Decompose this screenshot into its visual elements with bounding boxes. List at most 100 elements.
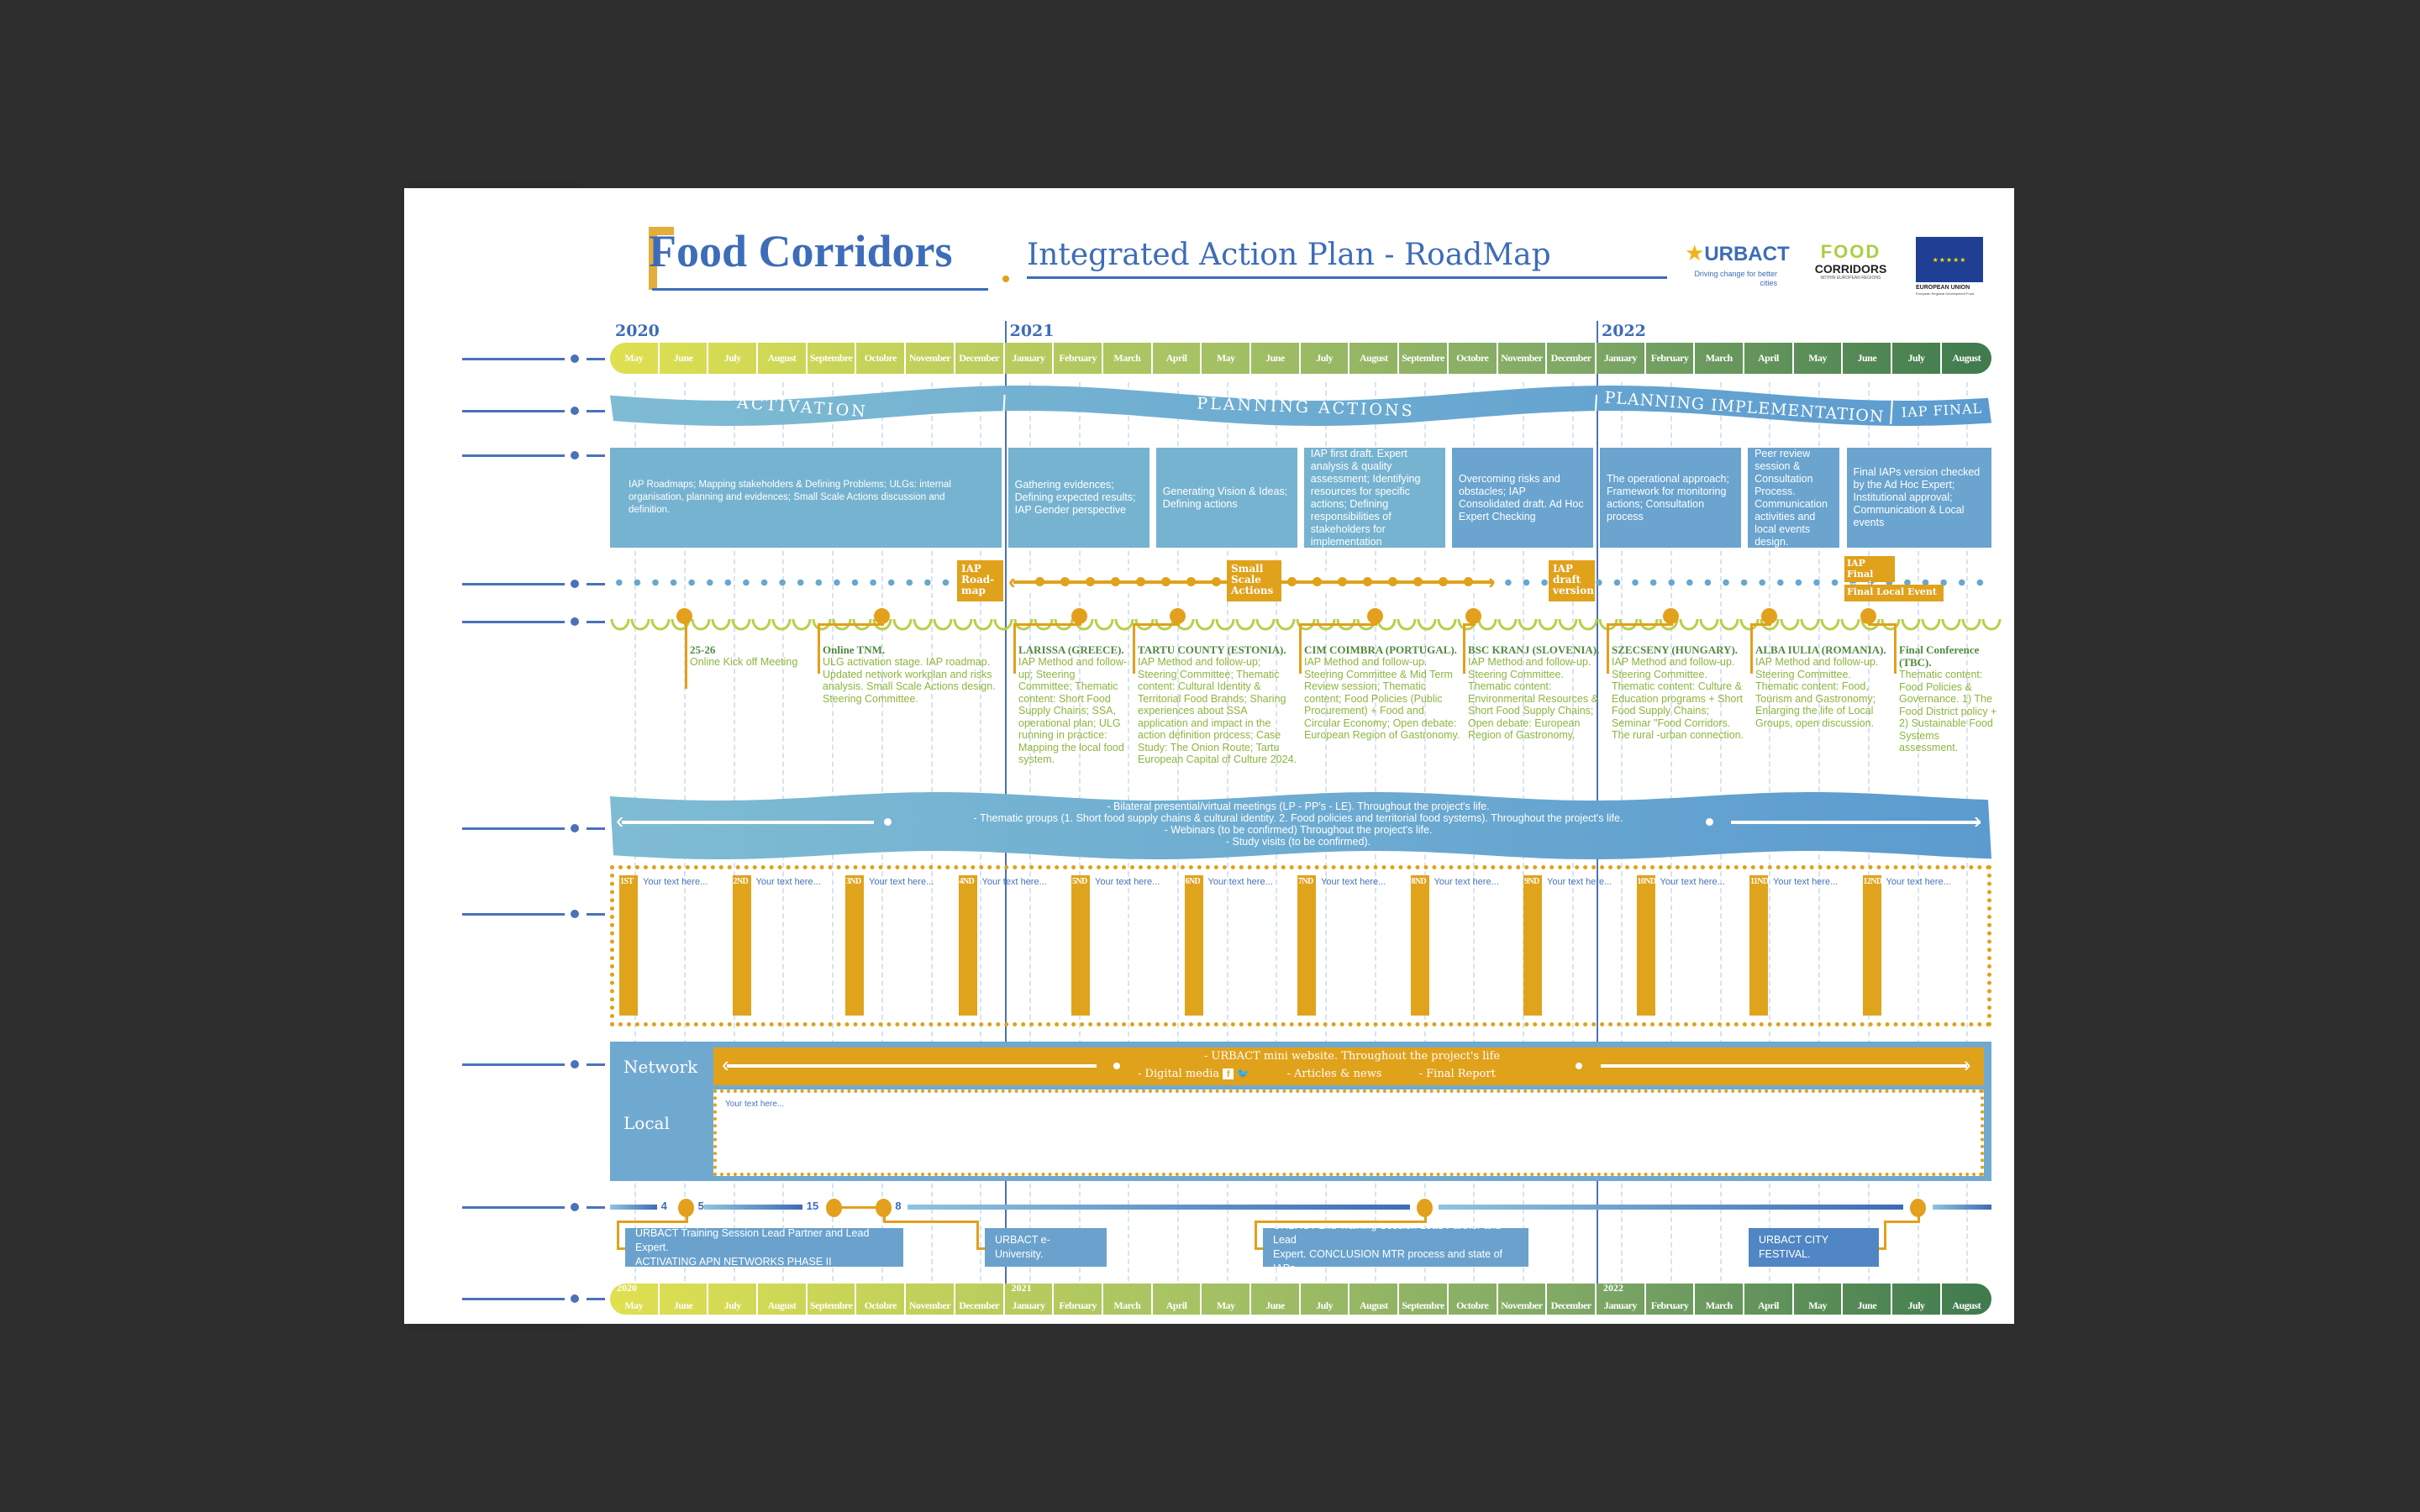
program-event-line1: URBACT e- University.	[995, 1234, 1050, 1260]
urbact-logo: ★URBACT Driving change for better cities	[1685, 240, 1790, 287]
life-cycle-text: Generating Vision & Ideas; Defining acti…	[1162, 485, 1288, 510]
local-text[interactable]: Your text here...	[725, 1100, 785, 1109]
local-label: Local	[623, 1113, 670, 1133]
arrow-left-icon: ‹	[616, 807, 624, 833]
arrow-line-right	[1601, 1064, 1967, 1068]
program-pin[interactable]	[677, 1199, 694, 1217]
program-pin[interactable]	[1416, 1199, 1433, 1217]
connector	[833, 1206, 884, 1209]
arrow-left-icon: ‹	[1008, 569, 1016, 594]
label-communication: Communication	[434, 1041, 568, 1061]
program-event[interactable]: URBACT Training Session Lead Partner and…	[625, 1227, 903, 1268]
arrow-dot	[1413, 577, 1423, 586]
local-meeting-bar: 9ND	[1523, 875, 1542, 1016]
eu-logo: ★★★★★ EUROPEAN UNION European Regional D…	[1916, 237, 1991, 297]
divider	[462, 1298, 565, 1300]
connector	[617, 1221, 619, 1250]
program-pin[interactable]	[825, 1199, 842, 1217]
local-meeting-bar: 4ND	[958, 875, 977, 1016]
timeline-month: April	[1744, 1284, 1794, 1315]
meeting-pin[interactable]	[1761, 608, 1778, 624]
label-apn-stages: APN Stages	[434, 388, 535, 408]
connector-dot	[571, 910, 579, 918]
arrow-left-icon: ‹	[722, 1052, 729, 1077]
program-event-line1: URBACT 2nd Training Session Lead Partner…	[1273, 1220, 1502, 1246]
local-meeting-text[interactable]: Your text here...	[1434, 877, 1499, 887]
local-meeting-bar: 7ND	[1297, 875, 1316, 1016]
timeline-month: December	[1547, 1284, 1597, 1315]
local-meeting-text[interactable]: Your text here...	[1321, 877, 1386, 887]
connector	[1894, 623, 1897, 674]
meeting-pin[interactable]	[1663, 608, 1680, 624]
local-meeting-text[interactable]: Your text here...	[755, 877, 821, 887]
timeline-month: December	[955, 343, 1005, 374]
divider	[462, 454, 565, 457]
program-event[interactable]: URBACT 2nd Training Session Lead Partner…	[1263, 1220, 1528, 1274]
local-meeting-text[interactable]: Your text here...	[643, 877, 708, 887]
program-pin[interactable]	[1909, 1199, 1926, 1217]
divider	[587, 410, 605, 412]
timeline-month: November	[906, 1284, 955, 1315]
life-cycle-box: Final IAPs version checked by the Ad Hoc…	[1846, 448, 1991, 548]
program-line	[1933, 1205, 1991, 1210]
meeting-pin[interactable]	[1071, 608, 1087, 624]
timeline-month: May	[610, 343, 660, 374]
label-other-network: Other network	[434, 805, 559, 825]
local-meeting-text[interactable]: Your text here...	[1886, 877, 1951, 887]
program-event[interactable]: URBACT CITY FESTIVAL.	[1749, 1228, 1879, 1267]
local-meeting-text[interactable]: Your text here...	[1207, 877, 1273, 887]
local-meeting-text[interactable]: Your text here...	[1660, 877, 1725, 887]
label-activities: activities	[434, 832, 511, 853]
arrow-right-icon: ›	[1488, 569, 1496, 594]
dot	[1576, 1063, 1582, 1069]
meeting-pin[interactable]	[1465, 608, 1482, 624]
local-meeting-text[interactable]: Your text here...	[869, 877, 934, 887]
logo-underline	[652, 288, 988, 291]
network-items: - Digital media f 🐦 - Articles & news - …	[1138, 1068, 1496, 1080]
timeline-month: June	[660, 1284, 709, 1315]
connector	[1299, 623, 1302, 674]
arrow-dot	[1464, 577, 1473, 586]
local-meeting-text[interactable]: Your text here...	[1547, 877, 1612, 887]
connector	[818, 623, 820, 674]
timeline-month: May	[1794, 343, 1844, 374]
life-cycle-box: Overcoming risks and obstacles; IAP Cons…	[1451, 448, 1593, 548]
meeting-pin[interactable]	[873, 608, 890, 624]
meeting-entry: Final Conference (TBC).Thematic content:…	[1899, 643, 2000, 754]
connector-dot	[571, 580, 579, 588]
local-meeting-number: 10ND	[1637, 877, 1657, 886]
timeline-month: January	[1597, 343, 1646, 374]
label-transnational: Transnational	[434, 598, 552, 618]
program-pin[interactable]	[876, 1199, 892, 1217]
connector	[1463, 623, 1465, 674]
local-meeting-text[interactable]: Your text here...	[981, 877, 1047, 887]
connector-dot	[571, 1294, 579, 1303]
local-meeting-text[interactable]: Your text here...	[1095, 877, 1160, 887]
stage-separator	[1002, 394, 1006, 425]
meeting-pin[interactable]	[1366, 608, 1383, 624]
label-local-group: Local group	[434, 890, 536, 911]
twitter-icon[interactable]: 🐦	[1237, 1068, 1250, 1079]
timeline-month: May	[1794, 1284, 1844, 1315]
connector	[1078, 622, 1081, 626]
title-dot	[1002, 276, 1009, 282]
facebook-icon[interactable]: f	[1223, 1068, 1234, 1079]
local-meeting-bar: 8ND	[1410, 875, 1429, 1016]
transnational-wavy-line	[610, 618, 2002, 631]
program-event[interactable]: URBACT e- University.	[985, 1228, 1107, 1267]
timeline-month: Octobre	[857, 1284, 907, 1315]
local-meeting-text[interactable]: Your text here...	[1773, 877, 1839, 887]
timeline-month: January	[1597, 1284, 1646, 1315]
meeting-title: LARISSA (GREECE).	[1018, 643, 1124, 656]
timeline-month: May	[610, 1284, 660, 1315]
local-meeting-bar: 11ND	[1749, 875, 1769, 1016]
timeline-month: March	[1695, 1284, 1745, 1315]
network-label: Network	[623, 1057, 698, 1077]
meeting-description: ULG activation stage. IAP roadmap. Updat…	[823, 656, 996, 705]
meeting-pin[interactable]	[1170, 608, 1186, 624]
meeting-pin[interactable]	[1860, 608, 1876, 624]
meeting-pin[interactable]	[676, 608, 693, 624]
program-event-line1: URBACT CITY FESTIVAL.	[1759, 1234, 1828, 1260]
local-meeting-number: 6ND	[1185, 877, 1201, 886]
